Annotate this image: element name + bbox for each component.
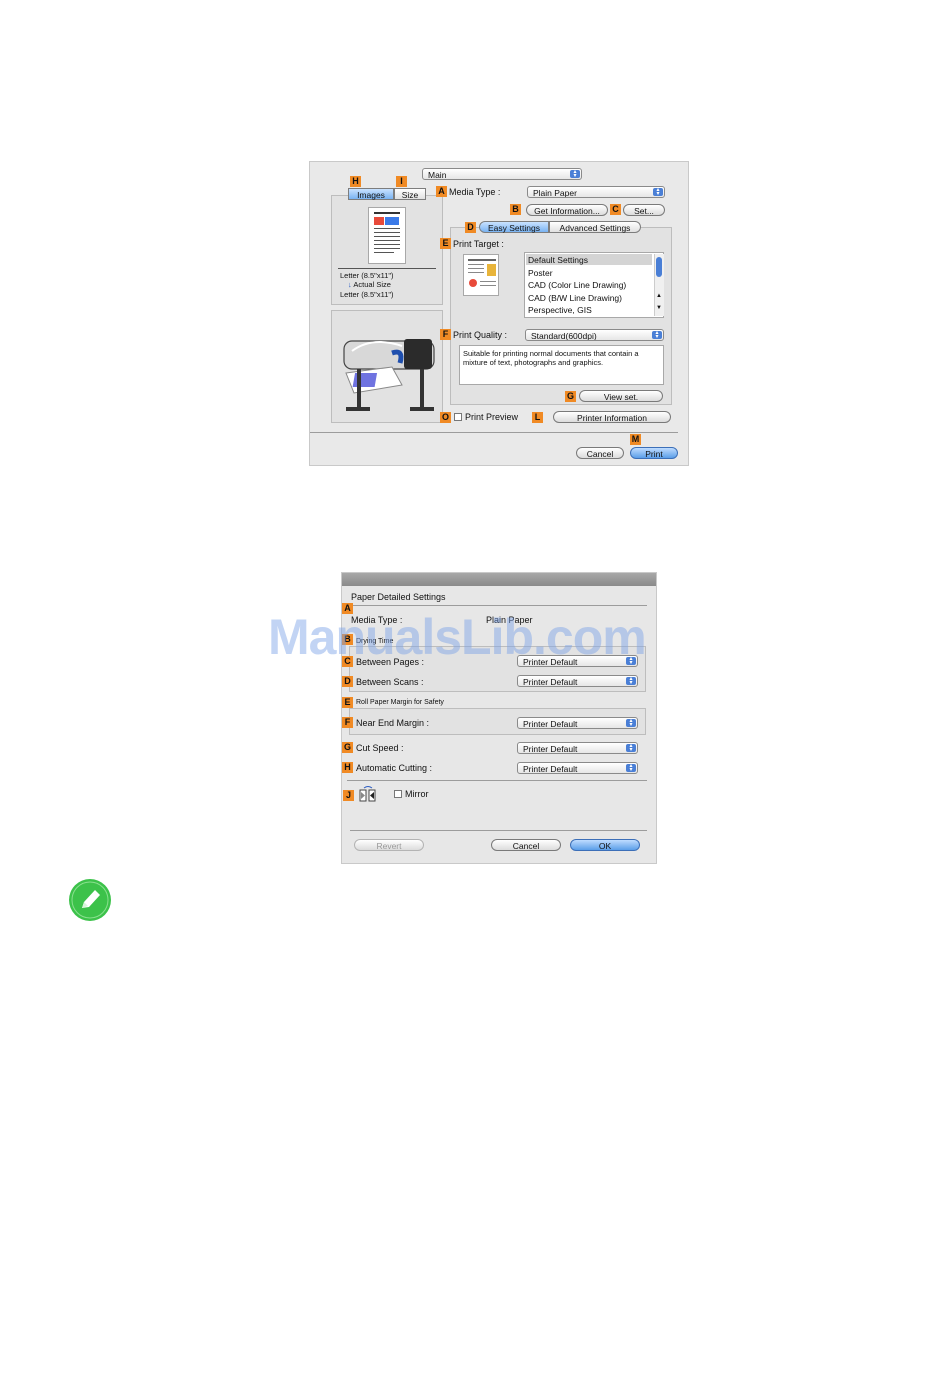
badge-e: E	[440, 238, 451, 249]
media-type-value: Plain Paper	[486, 615, 533, 625]
print-target-item[interactable]: Default Settings	[528, 255, 589, 265]
roll-margin-label: Roll Paper Margin for Safety	[356, 699, 444, 706]
select-arrows-icon: ▴▾	[626, 656, 636, 666]
get-information-button[interactable]: Get Information...	[526, 204, 608, 216]
automatic-cutting-select[interactable]: Printer Default ▴▾	[517, 762, 638, 774]
print-settings-select-label: Main	[428, 170, 447, 180]
media-type-label: Media Type :	[449, 187, 501, 197]
print-target-thumbnail	[463, 254, 499, 296]
select-arrows-icon: ▴▾	[626, 763, 636, 773]
page-thumbnail	[368, 207, 406, 264]
mirror-label: Mirror	[405, 789, 429, 799]
badge-f: F	[342, 717, 353, 728]
media-type-label: Media Type :	[351, 615, 403, 625]
badge-g: G	[342, 742, 353, 753]
tab-easy-settings[interactable]: Easy Settings	[479, 221, 549, 233]
revert-button[interactable]: Revert	[354, 839, 424, 851]
media-type-select[interactable]: Plain Paper ▴▾	[527, 186, 665, 198]
preview-size-mode: ↓ Actual Size	[348, 280, 391, 289]
set-button[interactable]: Set...	[623, 204, 665, 216]
badge-l: L	[532, 412, 543, 423]
tab-advanced-settings[interactable]: Advanced Settings	[549, 221, 641, 233]
select-arrows-icon: ▴▾	[626, 718, 636, 728]
dialog-titlebar	[342, 573, 656, 586]
automatic-cutting-label: Automatic Cutting :	[356, 763, 433, 773]
print-target-item[interactable]: CAD (Color Line Drawing)	[528, 280, 627, 290]
badge-a: A	[342, 603, 353, 614]
select-arrows-icon: ▴▾	[653, 187, 663, 197]
badge-h: H	[350, 176, 361, 187]
print-preview-checkbox[interactable]	[454, 413, 462, 421]
mirror-icon	[359, 786, 376, 802]
cut-speed-label: Cut Speed :	[356, 743, 404, 753]
cancel-button[interactable]: Cancel	[491, 839, 561, 851]
select-arrows-icon: ▴▾	[570, 169, 580, 179]
between-pages-select[interactable]: Printer Default ▴▾	[517, 655, 638, 667]
print-target-list[interactable]: Default Settings Poster CAD (Color Line …	[524, 252, 664, 318]
scroll-thumb[interactable]	[656, 257, 662, 277]
mirror-checkbox[interactable]	[394, 790, 402, 798]
badge-j: J	[343, 790, 354, 801]
near-end-margin-select[interactable]: Printer Default ▴▾	[517, 717, 638, 729]
print-target-item[interactable]: Poster	[528, 268, 553, 278]
badge-d: D	[342, 676, 353, 687]
badge-d: D	[465, 222, 476, 233]
print-settings-select[interactable]: Main ▴▾	[422, 168, 582, 180]
print-preview-label: Print Preview	[465, 412, 519, 422]
badge-f: F	[440, 329, 451, 340]
badge-i: I	[396, 176, 407, 187]
badge-h: H	[342, 762, 353, 773]
scroll-down-icon[interactable]: ▼	[656, 305, 662, 311]
view-set-button[interactable]: View set.	[579, 390, 663, 402]
cancel-button[interactable]: Cancel	[576, 447, 624, 459]
between-scans-select[interactable]: Printer Default ▴▾	[517, 675, 638, 687]
print-quality-label: Print Quality :	[453, 330, 508, 340]
print-target-item[interactable]: Perspective, GIS	[528, 305, 592, 315]
badge-o: O	[440, 412, 451, 423]
badge-b: B	[342, 634, 353, 645]
badge-b: B	[510, 204, 521, 215]
paper-detailed-settings-dialog: Paper Detailed Settings A Media Type : P…	[341, 572, 657, 864]
select-arrows-icon: ▴▾	[626, 743, 636, 753]
near-end-margin-label: Near End Margin :	[356, 718, 430, 728]
printer-image-panel	[331, 310, 443, 423]
list-scrollbar[interactable]: ▲ ▼	[654, 254, 664, 316]
cut-speed-select[interactable]: Printer Default ▴▾	[517, 742, 638, 754]
scroll-up-icon[interactable]: ▲	[656, 293, 662, 299]
printer-information-button[interactable]: Printer Information	[553, 411, 671, 423]
print-target-item[interactable]: CAD (B/W Line Drawing)	[528, 293, 622, 303]
watermark-text: ManualsLib.com	[268, 609, 647, 665]
badge-e: E	[342, 697, 353, 708]
down-arrow-icon: ↓	[348, 280, 352, 289]
select-arrows-icon: ▴▾	[652, 330, 662, 340]
between-scans-label: Between Scans :	[356, 677, 424, 687]
print-button[interactable]: Print	[630, 447, 678, 459]
between-pages-label: Between Pages :	[356, 657, 425, 667]
print-quality-select[interactable]: Standard(600dpi) ▴▾	[525, 329, 664, 341]
print-target-label: Print Target :	[453, 239, 504, 249]
print-dialog-main: Main ▴▾ H I Images Size Letter (8.5"x11"…	[309, 161, 689, 466]
drying-time-label: Drying Time	[356, 638, 394, 645]
ok-button[interactable]: OK	[570, 839, 640, 851]
preview-paper-to: Letter (8.5"x11")	[340, 290, 394, 299]
tab-size[interactable]: Size	[394, 188, 426, 200]
printer-illustration-icon	[343, 339, 435, 411]
print-target-description: Suitable for printing normal documents t…	[459, 345, 664, 385]
note-pencil-icon	[69, 879, 111, 921]
select-arrows-icon: ▴▾	[626, 676, 636, 686]
tab-images[interactable]: Images	[348, 188, 394, 200]
preview-paper-from: Letter (8.5"x11")	[340, 271, 394, 280]
dialog-title: Paper Detailed Settings	[351, 592, 446, 602]
badge-a: A	[436, 186, 447, 197]
badge-g: G	[565, 391, 576, 402]
badge-c: C	[342, 656, 353, 667]
badge-m: M	[630, 434, 641, 445]
badge-c: C	[610, 204, 621, 215]
